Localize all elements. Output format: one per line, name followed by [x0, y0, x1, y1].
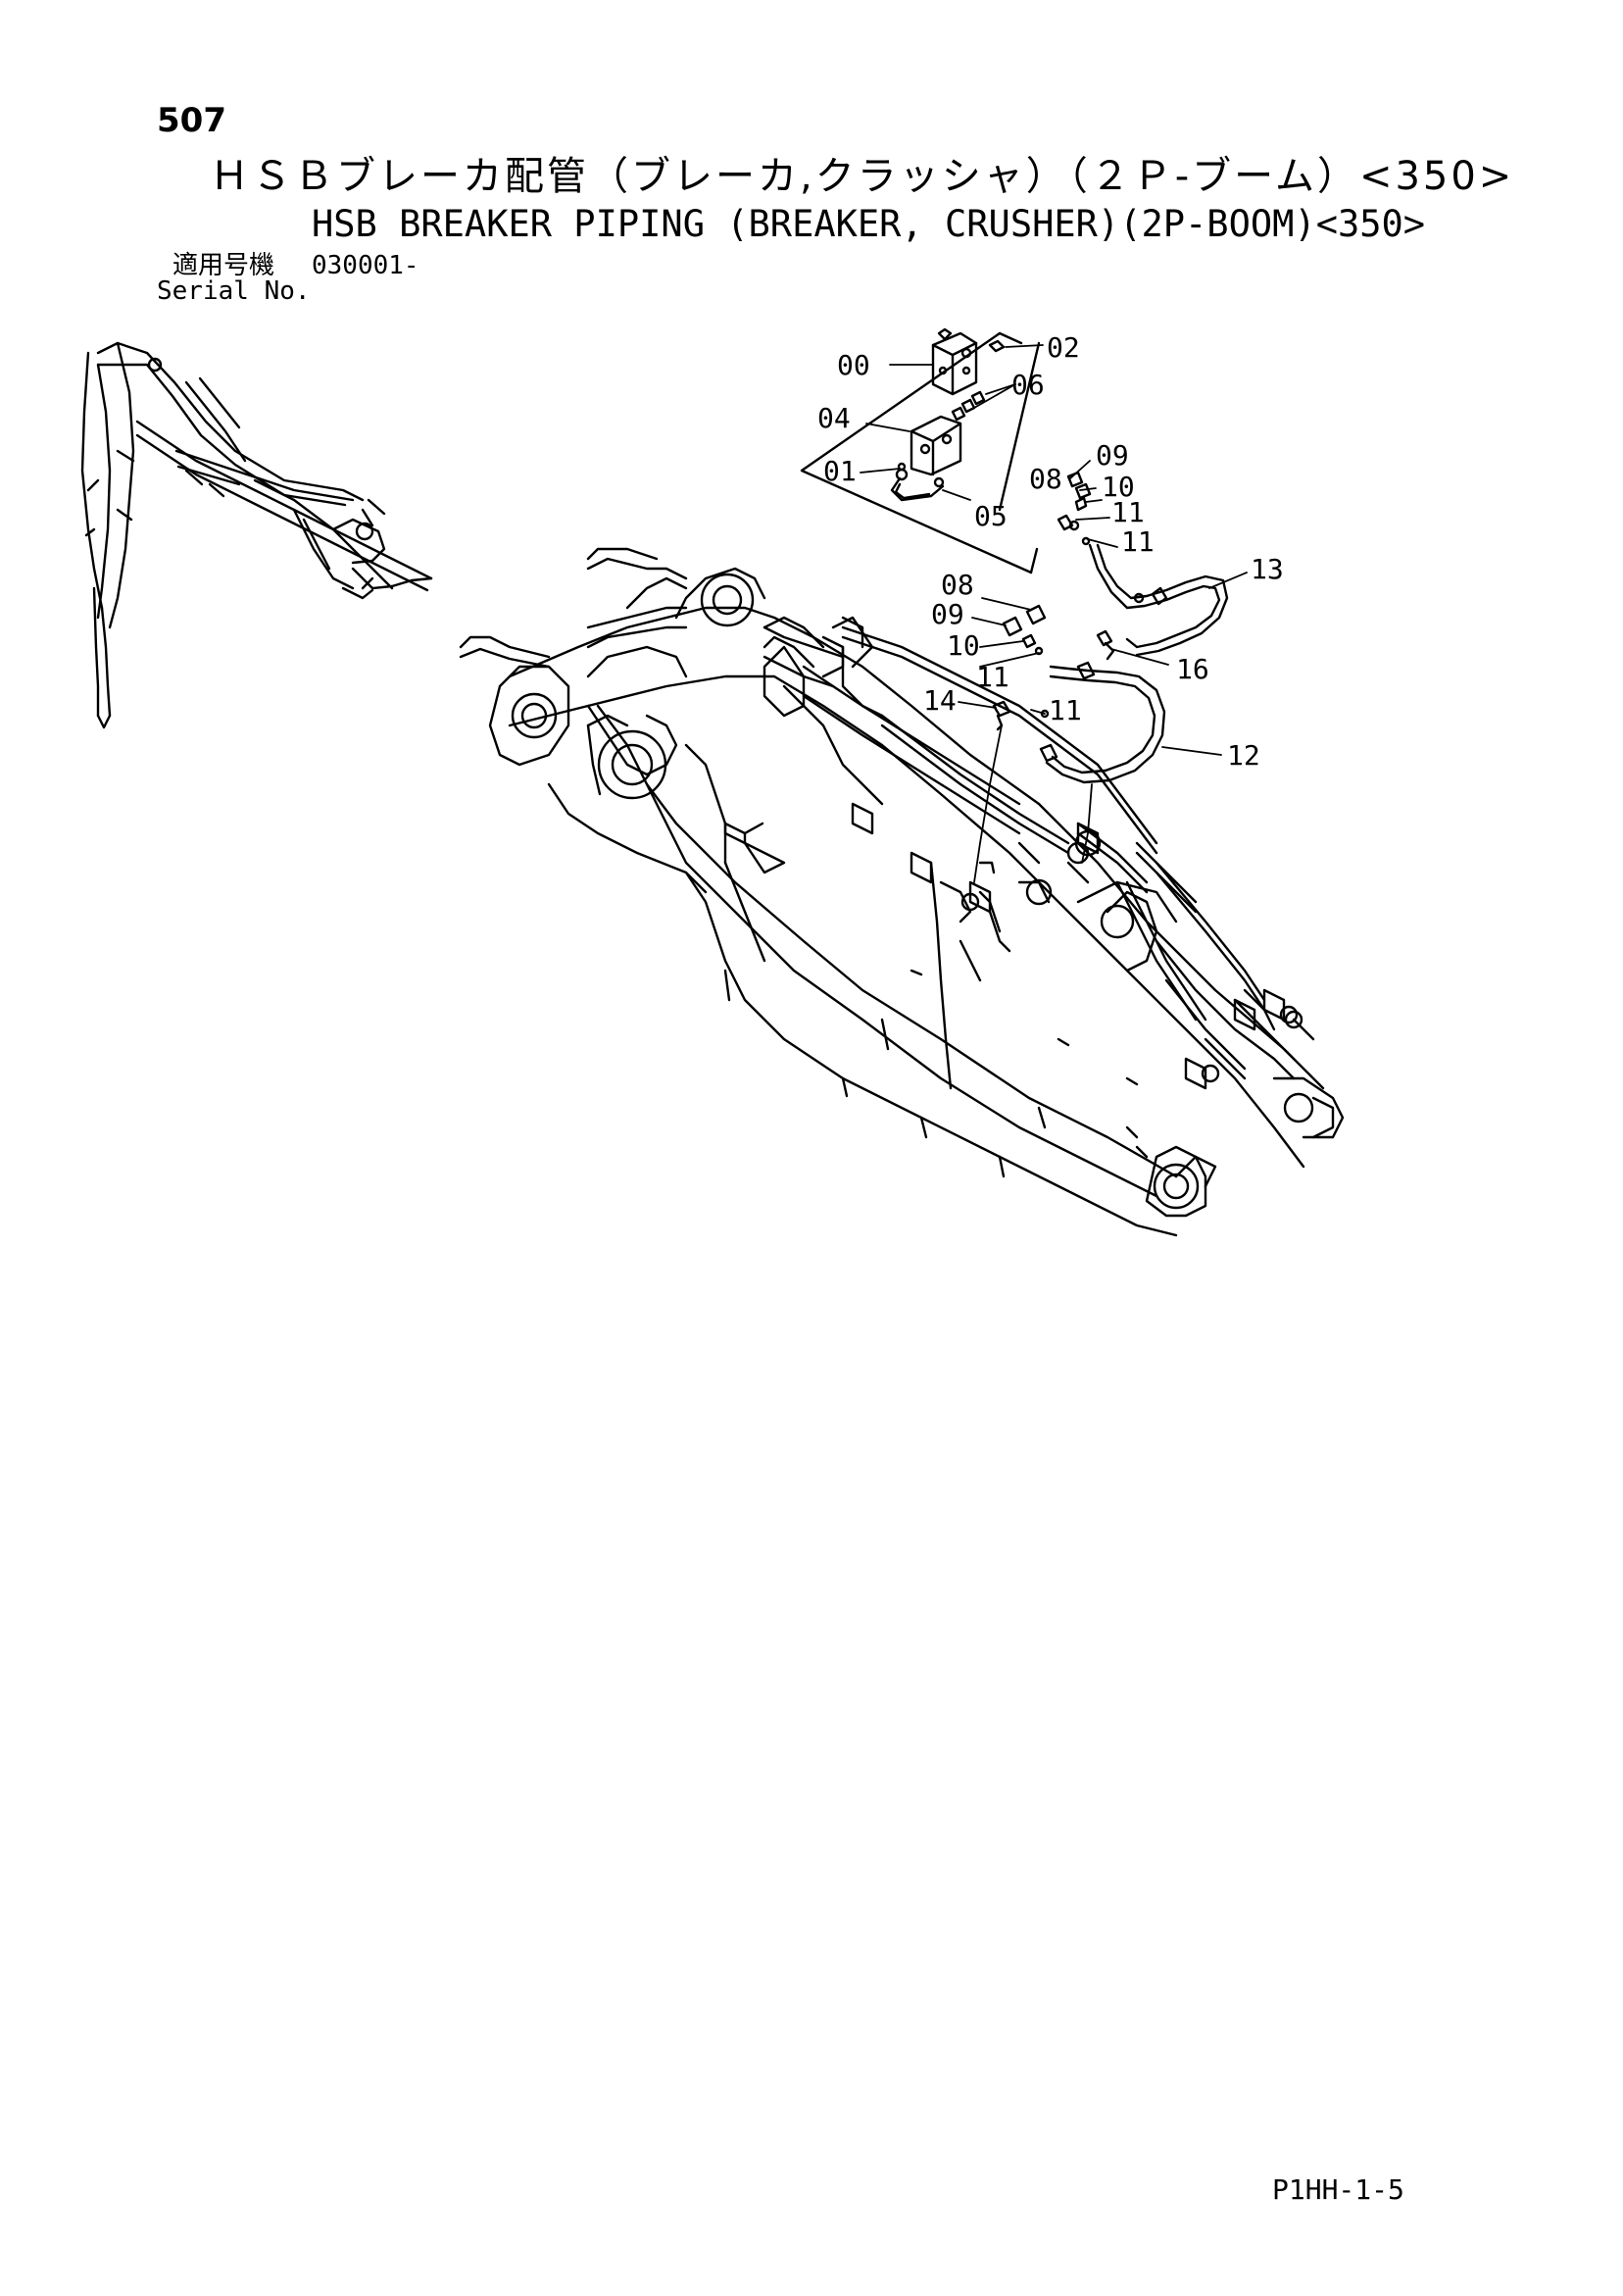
callout-01: 01 [823, 455, 857, 487]
excavator-overview-illustration [80, 341, 433, 729]
serial-value: 030001- [312, 251, 419, 280]
callout-numbers: 00 02 06 04 01 05 08 09 10 11 11 13 08 0… [817, 331, 1284, 772]
page-title-english: HSB BREAKER PIPING (BREAKER, CRUSHER)(2P… [312, 203, 1426, 245]
callout-13: 13 [1251, 553, 1284, 585]
drawing-code: P1HH-1-5 [1272, 2173, 1404, 2206]
callout-11-lower-a: 11 [976, 661, 1009, 693]
callout-12: 12 [1227, 739, 1260, 772]
callout-04: 04 [817, 402, 851, 434]
callout-05: 05 [974, 500, 1008, 532]
callout-11-lower-b: 11 [1049, 694, 1082, 726]
callout-08-lower: 08 [941, 569, 974, 601]
serial-label-english: Serial No. [157, 276, 311, 306]
exploded-parts-illustration [800, 327, 1229, 883]
callout-00: 00 [837, 349, 870, 381]
callout-11-upper-b: 11 [1121, 525, 1155, 558]
callout-09-upper: 09 [1096, 439, 1129, 472]
page-number: 507 [157, 101, 226, 140]
callout-16: 16 [1176, 653, 1209, 685]
callout-14: 14 [923, 684, 957, 717]
callout-10-lower: 10 [947, 629, 980, 662]
callout-08-upper: 08 [1029, 463, 1062, 495]
callout-10-upper: 10 [1102, 471, 1135, 503]
callout-11-upper-a: 11 [1111, 496, 1145, 528]
boom-illustration [459, 547, 1345, 1237]
callout-leader-lines [860, 344, 1248, 756]
serial-label-japanese: 適用号機 [172, 251, 275, 280]
callout-09-lower: 09 [931, 598, 964, 630]
page-title-japanese: ＨＳＢブレーカ配管（ブレーカ,クラッシャ）（２Ｐ-ブーム）<350> [210, 154, 1515, 199]
callout-02: 02 [1047, 331, 1080, 364]
callout-06: 06 [1011, 369, 1045, 401]
